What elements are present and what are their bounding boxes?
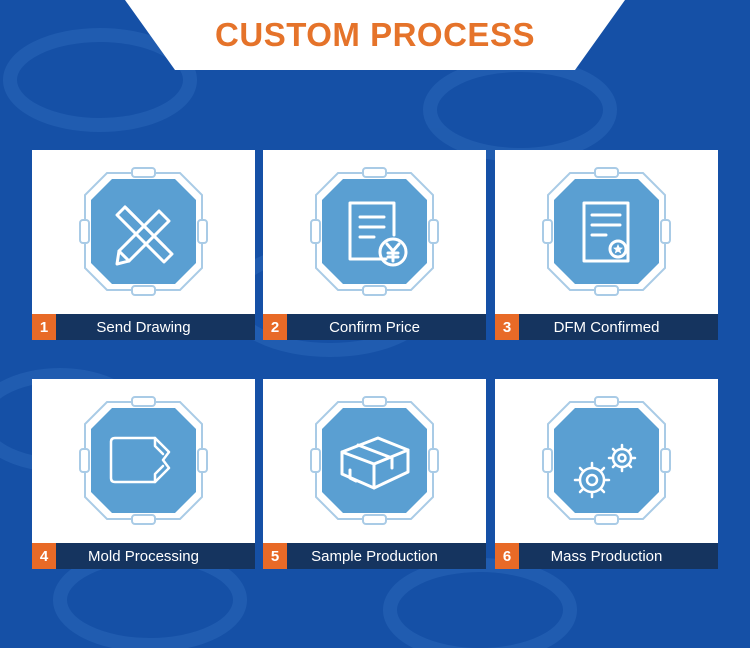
step-label-bar: 5 Sample Production	[263, 543, 486, 569]
step-label: Confirm Price	[329, 318, 420, 336]
step-card-sample-production: 5 Sample Production	[263, 379, 486, 569]
step-label-bar: 3 DFM Confirmed	[495, 314, 718, 340]
step-label-bar: 1 Send Drawing	[32, 314, 255, 340]
mold-shape-icon	[79, 396, 208, 525]
certificate-icon	[542, 167, 671, 296]
step-label: Mass Production	[550, 547, 663, 565]
step-card-send-drawing: 1 Send Drawing	[32, 150, 255, 340]
title-banner: CUSTOM PROCESS	[125, 0, 625, 70]
step-label-bar: 4 Mold Processing	[32, 543, 255, 569]
step-number-badge: 5	[263, 543, 287, 569]
step-number-badge: 3	[495, 314, 519, 340]
gears-icon	[542, 396, 671, 525]
invoice-yen-icon	[310, 167, 439, 296]
step-card-mass-production: 6 Mass Production	[495, 379, 718, 569]
step-card-mold-processing: 4 Mold Processing	[32, 379, 255, 569]
step-number-badge: 1	[32, 314, 56, 340]
step-label-bar: 2 Confirm Price	[263, 314, 486, 340]
page-title: CUSTOM PROCESS	[215, 16, 535, 53]
step-card-confirm-price: 2 Confirm Price	[263, 150, 486, 340]
box-icon	[310, 396, 439, 525]
step-label: Mold Processing	[88, 547, 199, 565]
step-number-badge: 4	[32, 543, 56, 569]
pencil-ruler-icon	[79, 167, 208, 296]
step-card-dfm-confirmed: 3 DFM Confirmed	[495, 150, 718, 340]
step-label: Send Drawing	[96, 318, 191, 336]
step-label-bar: 6 Mass Production	[495, 543, 718, 569]
step-number-badge: 2	[263, 314, 287, 340]
step-label: Sample Production	[311, 547, 438, 565]
step-number-badge: 6	[495, 543, 519, 569]
step-label: DFM Confirmed	[553, 318, 660, 336]
